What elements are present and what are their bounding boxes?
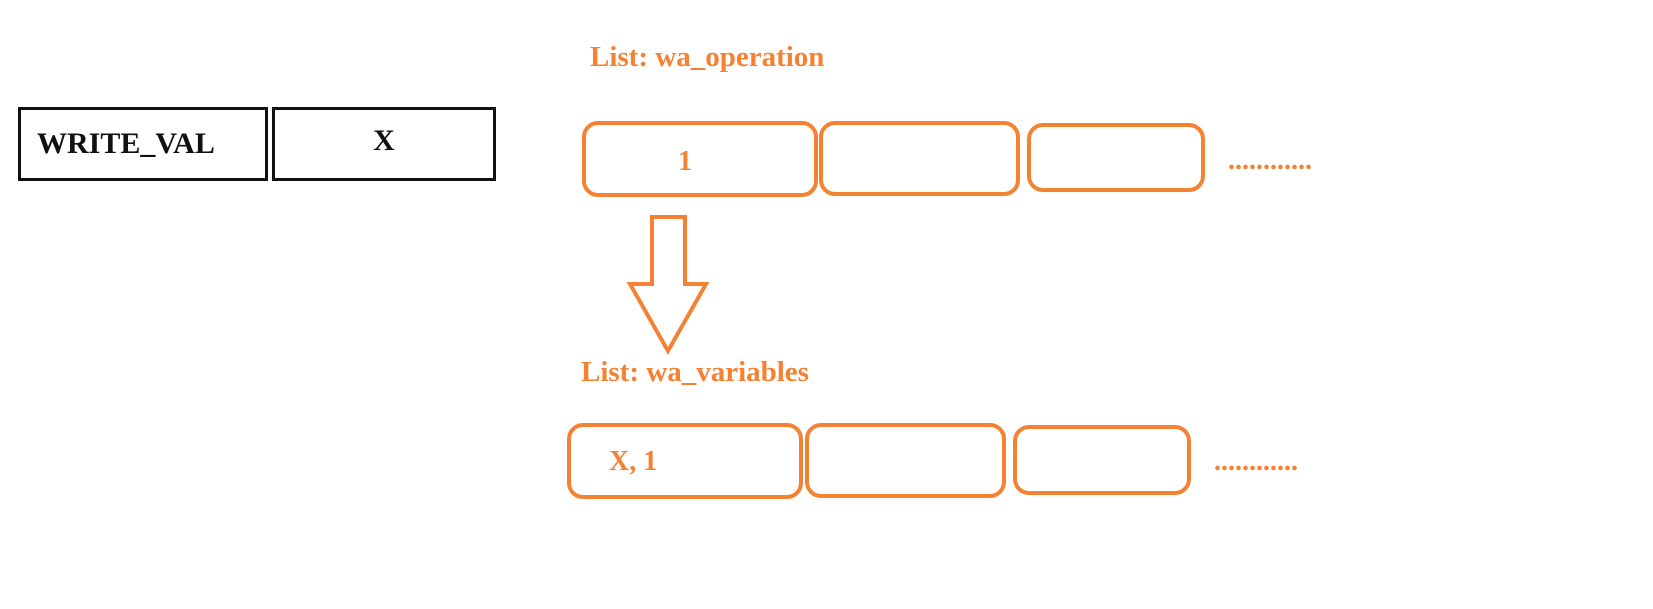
operation-list-cell-2 xyxy=(819,121,1020,196)
instruction-argument-text: X xyxy=(373,124,395,157)
operation-list-cell-1-text: 1 xyxy=(678,146,692,177)
instruction-operation-text: WRITE_VAL xyxy=(37,127,215,160)
down-arrow-icon xyxy=(626,215,710,356)
variables-list-cell-2 xyxy=(805,423,1006,498)
variables-list-ellipsis: ............ xyxy=(1214,446,1298,477)
instruction-operation-box: WRITE_VAL xyxy=(18,107,268,181)
variables-list-cell-3 xyxy=(1013,425,1191,495)
operation-list-cell-1: 1 xyxy=(582,121,818,197)
variables-list-cell-1-text: X, 1 xyxy=(609,446,658,477)
operation-list-title: List: wa_operation xyxy=(590,41,825,73)
variables-list-title: List: wa_variables xyxy=(581,356,809,388)
operation-list-ellipsis: ............ xyxy=(1228,145,1312,176)
variables-list-cell-1: X, 1 xyxy=(567,423,803,499)
operation-list-cell-3 xyxy=(1027,123,1205,192)
instruction-argument-box: X xyxy=(272,107,496,181)
